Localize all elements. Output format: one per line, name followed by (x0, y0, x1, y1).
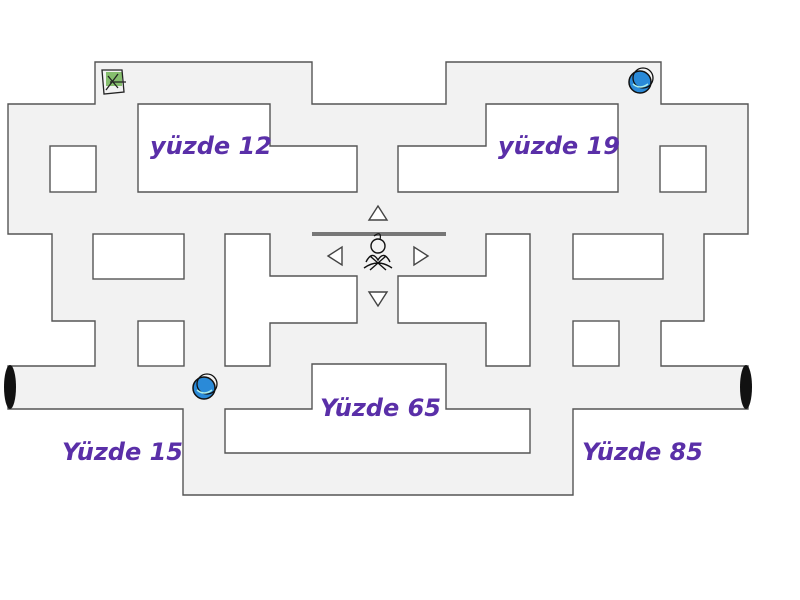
up-arrow-icon[interactable] (367, 204, 389, 221)
left-arrow-icon[interactable] (326, 245, 343, 267)
wall-block (397, 233, 531, 367)
wall-block (572, 233, 664, 280)
answer-label-top-right[interactable]: yüzde 19 (498, 132, 620, 160)
enemy-blue-top-right (628, 67, 654, 94)
wall-block (659, 145, 707, 193)
tunnel-left (4, 365, 16, 409)
wall-block (137, 103, 358, 193)
enemy-blue-bottom-left (192, 373, 218, 400)
player-start-sprite (101, 69, 126, 95)
wall-block (224, 363, 531, 454)
wall-block (397, 103, 619, 193)
answer-label-top-left[interactable]: yüzde 12 (150, 132, 272, 160)
answer-label-bottom-right[interactable]: Yüzde 85 (582, 438, 703, 466)
answer-label-center[interactable]: Yüzde 65 (320, 394, 441, 422)
wall-block (224, 233, 358, 367)
wall-block (92, 233, 185, 280)
player-character (363, 233, 393, 271)
answer-label-bottom-left[interactable]: Yüzde 15 (62, 438, 183, 466)
wall-block (137, 320, 185, 367)
wall-block (49, 145, 97, 193)
tunnel-right (740, 365, 752, 409)
right-arrow-icon[interactable] (413, 245, 430, 267)
down-arrow-icon[interactable] (367, 291, 389, 308)
wall-block (572, 320, 620, 367)
